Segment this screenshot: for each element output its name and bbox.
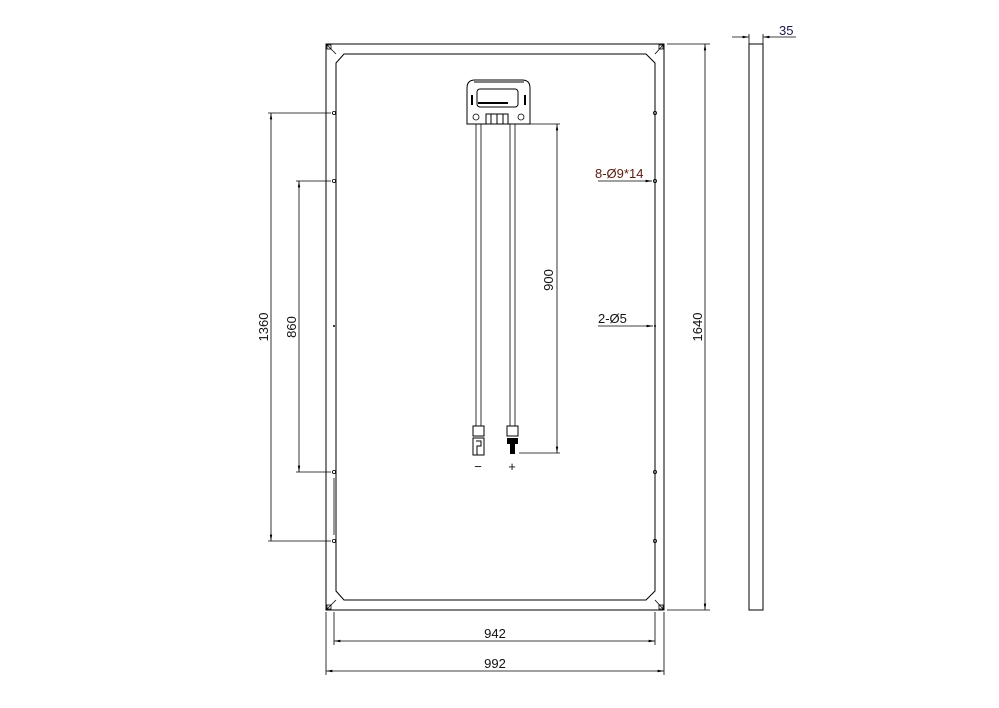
mount-span-outer-dimension [268, 112, 331, 542]
positive-connector [506, 425, 519, 454]
positive-label: + [508, 459, 516, 474]
mount-span-inner-label: 860 [284, 316, 299, 338]
inner-width-dimension [333, 612, 656, 645]
side-view-frame [748, 43, 764, 611]
thickness-label: 35 [779, 23, 793, 38]
inner-width-label: 942 [484, 626, 506, 641]
mount-span-outer-label: 1360 [256, 313, 271, 342]
mounting-holes-callout: 8-Ø9*14 [595, 166, 643, 181]
negative-label: − [474, 459, 482, 474]
negative-connector [472, 425, 485, 456]
thickness-dimension [732, 34, 796, 44]
junction-box [466, 79, 531, 125]
panel-frame [325, 43, 665, 611]
mount-span-inner-dimension [296, 180, 331, 473]
cables [475, 124, 516, 426]
cable-length-label: 900 [541, 269, 556, 291]
height-label: 1640 [690, 313, 705, 342]
ground-holes-callout: 2-Ø5 [598, 311, 627, 326]
cable-length-dimension [517, 123, 560, 454]
mounting-holes [331, 111, 658, 544]
height-dimension [667, 43, 710, 611]
width-dimension [325, 612, 665, 675]
width-label: 992 [484, 656, 506, 671]
